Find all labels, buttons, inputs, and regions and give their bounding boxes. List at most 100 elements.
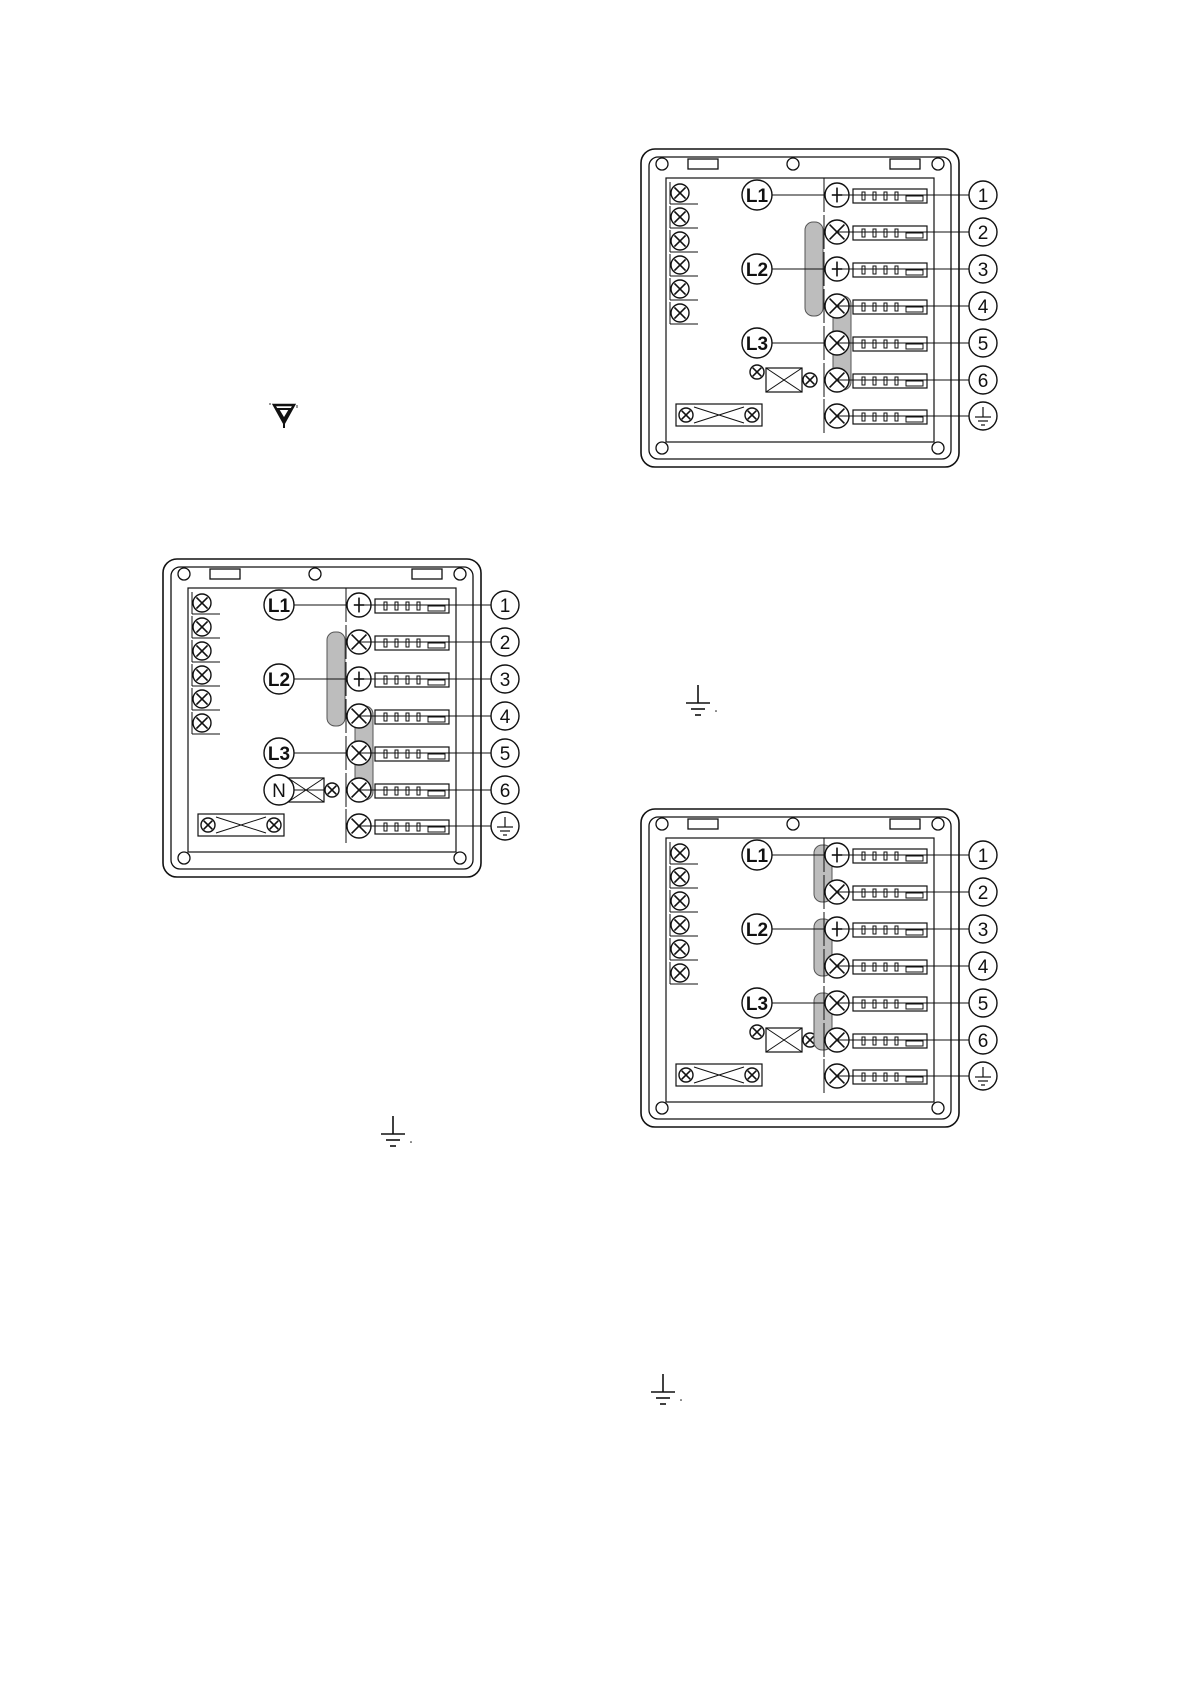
mounting-slot [411,568,443,580]
phase-label-text: L2 [746,920,768,941]
screw-icon [670,843,690,863]
mounting-hole [177,851,191,865]
screw-icon [678,407,694,423]
phase-label-l2: L2 [741,253,773,285]
earth-terminal-icon [490,811,520,841]
screw-icon [802,372,818,388]
screw-icon [192,689,212,709]
terminal-number-label: 2 [500,633,511,654]
screw-icon [749,364,765,380]
terminal-number-callout: 4 [968,951,998,981]
terminal-number-callout: 6 [490,775,520,805]
terminal-number-callout: 5 [490,738,520,768]
screw-icon [802,1032,818,1048]
terminal-number-label: 4 [978,957,989,978]
terminal-number-label: 1 [978,186,989,207]
mounting-hole [786,817,800,831]
screw-icon [670,183,690,203]
terminal-number-callout: 2 [968,217,998,247]
phase-label-text: N [272,781,286,802]
screw-icon [670,303,690,323]
screw-icon [670,231,690,251]
screw-icon [670,891,690,911]
terminal-number-callout: 6 [968,1025,998,1055]
mounting-hole [453,567,467,581]
phase-label-text: L1 [268,596,291,617]
earth-icon [683,683,723,728]
mounting-hole [931,1101,945,1115]
terminal-number-callout: 5 [968,988,998,1018]
mounting-slot [209,568,241,580]
phase-label-n: N [263,774,295,806]
terminal-number-callout: 1 [968,840,998,870]
mounting-hole [931,441,945,455]
terminal-number-callout: 5 [968,328,998,358]
mounting-hole [177,567,191,581]
terminal-plate [665,177,935,443]
mounting-hole [655,157,669,171]
screw-icon [192,665,212,685]
terminal-number-callout: 4 [968,291,998,321]
phase-label-l3: L3 [741,327,773,359]
phase-label-l3: L3 [263,737,295,769]
housing-inner [170,566,474,870]
terminal-number-label: 6 [978,1031,989,1052]
phase-label-text: L2 [268,670,290,691]
screw-icon [192,617,212,637]
screw-icon [670,915,690,935]
terminal-number-callout: 6 [968,365,998,395]
mounting-slot [889,158,921,170]
screw-icon [749,1024,765,1040]
terminal-number-callout: 3 [490,664,520,694]
screw-icon [192,593,212,613]
screw-icon [670,963,690,983]
phase-label-l3: L3 [741,987,773,1019]
terminal-number-callout: 2 [490,627,520,657]
earth-icon [378,1114,418,1159]
screw-icon [266,817,282,833]
terminal-number-label: 4 [978,297,989,318]
terminal-number-label: 3 [500,670,511,691]
housing-inner [648,816,952,1120]
phase-label-l2: L2 [741,913,773,945]
terminal-number-callout: 3 [968,254,998,284]
phase-label-l2: L2 [263,663,295,695]
terminal-number-label: 6 [500,781,511,802]
terminal-number-label: 3 [978,260,989,281]
screw-icon [200,817,216,833]
terminal-number-label: 6 [978,371,989,392]
mounting-hole [931,817,945,831]
earth-terminal-icon [968,401,998,431]
terminal-number-callout: 2 [968,877,998,907]
screw-icon [670,867,690,887]
mounting-slot [687,158,719,170]
screw-icon [670,207,690,227]
terminal-number-label: 3 [978,920,989,941]
phase-label-text: L1 [746,846,769,867]
mounting-hole [655,441,669,455]
terminal-number-label: 2 [978,883,989,904]
terminal-number-label: 5 [500,744,511,765]
phase-label-text: L1 [746,186,769,207]
terminal-number-label: 1 [978,846,989,867]
terminal-number-label: 1 [500,596,511,617]
screw-icon [324,782,340,798]
screw-icon [670,279,690,299]
screw-icon [670,255,690,275]
mounting-slot [889,818,921,830]
screw-icon [678,1067,694,1083]
phase-label-l1: L1 [741,839,773,871]
terminal-number-callout: 1 [490,590,520,620]
terminal-number-callout: 1 [968,180,998,210]
phase-label-text: L3 [268,744,290,765]
phase-label-text: L3 [746,334,768,355]
mounting-hole [786,157,800,171]
terminal-number-label: 5 [978,334,989,355]
phase-label-text: L3 [746,994,768,1015]
